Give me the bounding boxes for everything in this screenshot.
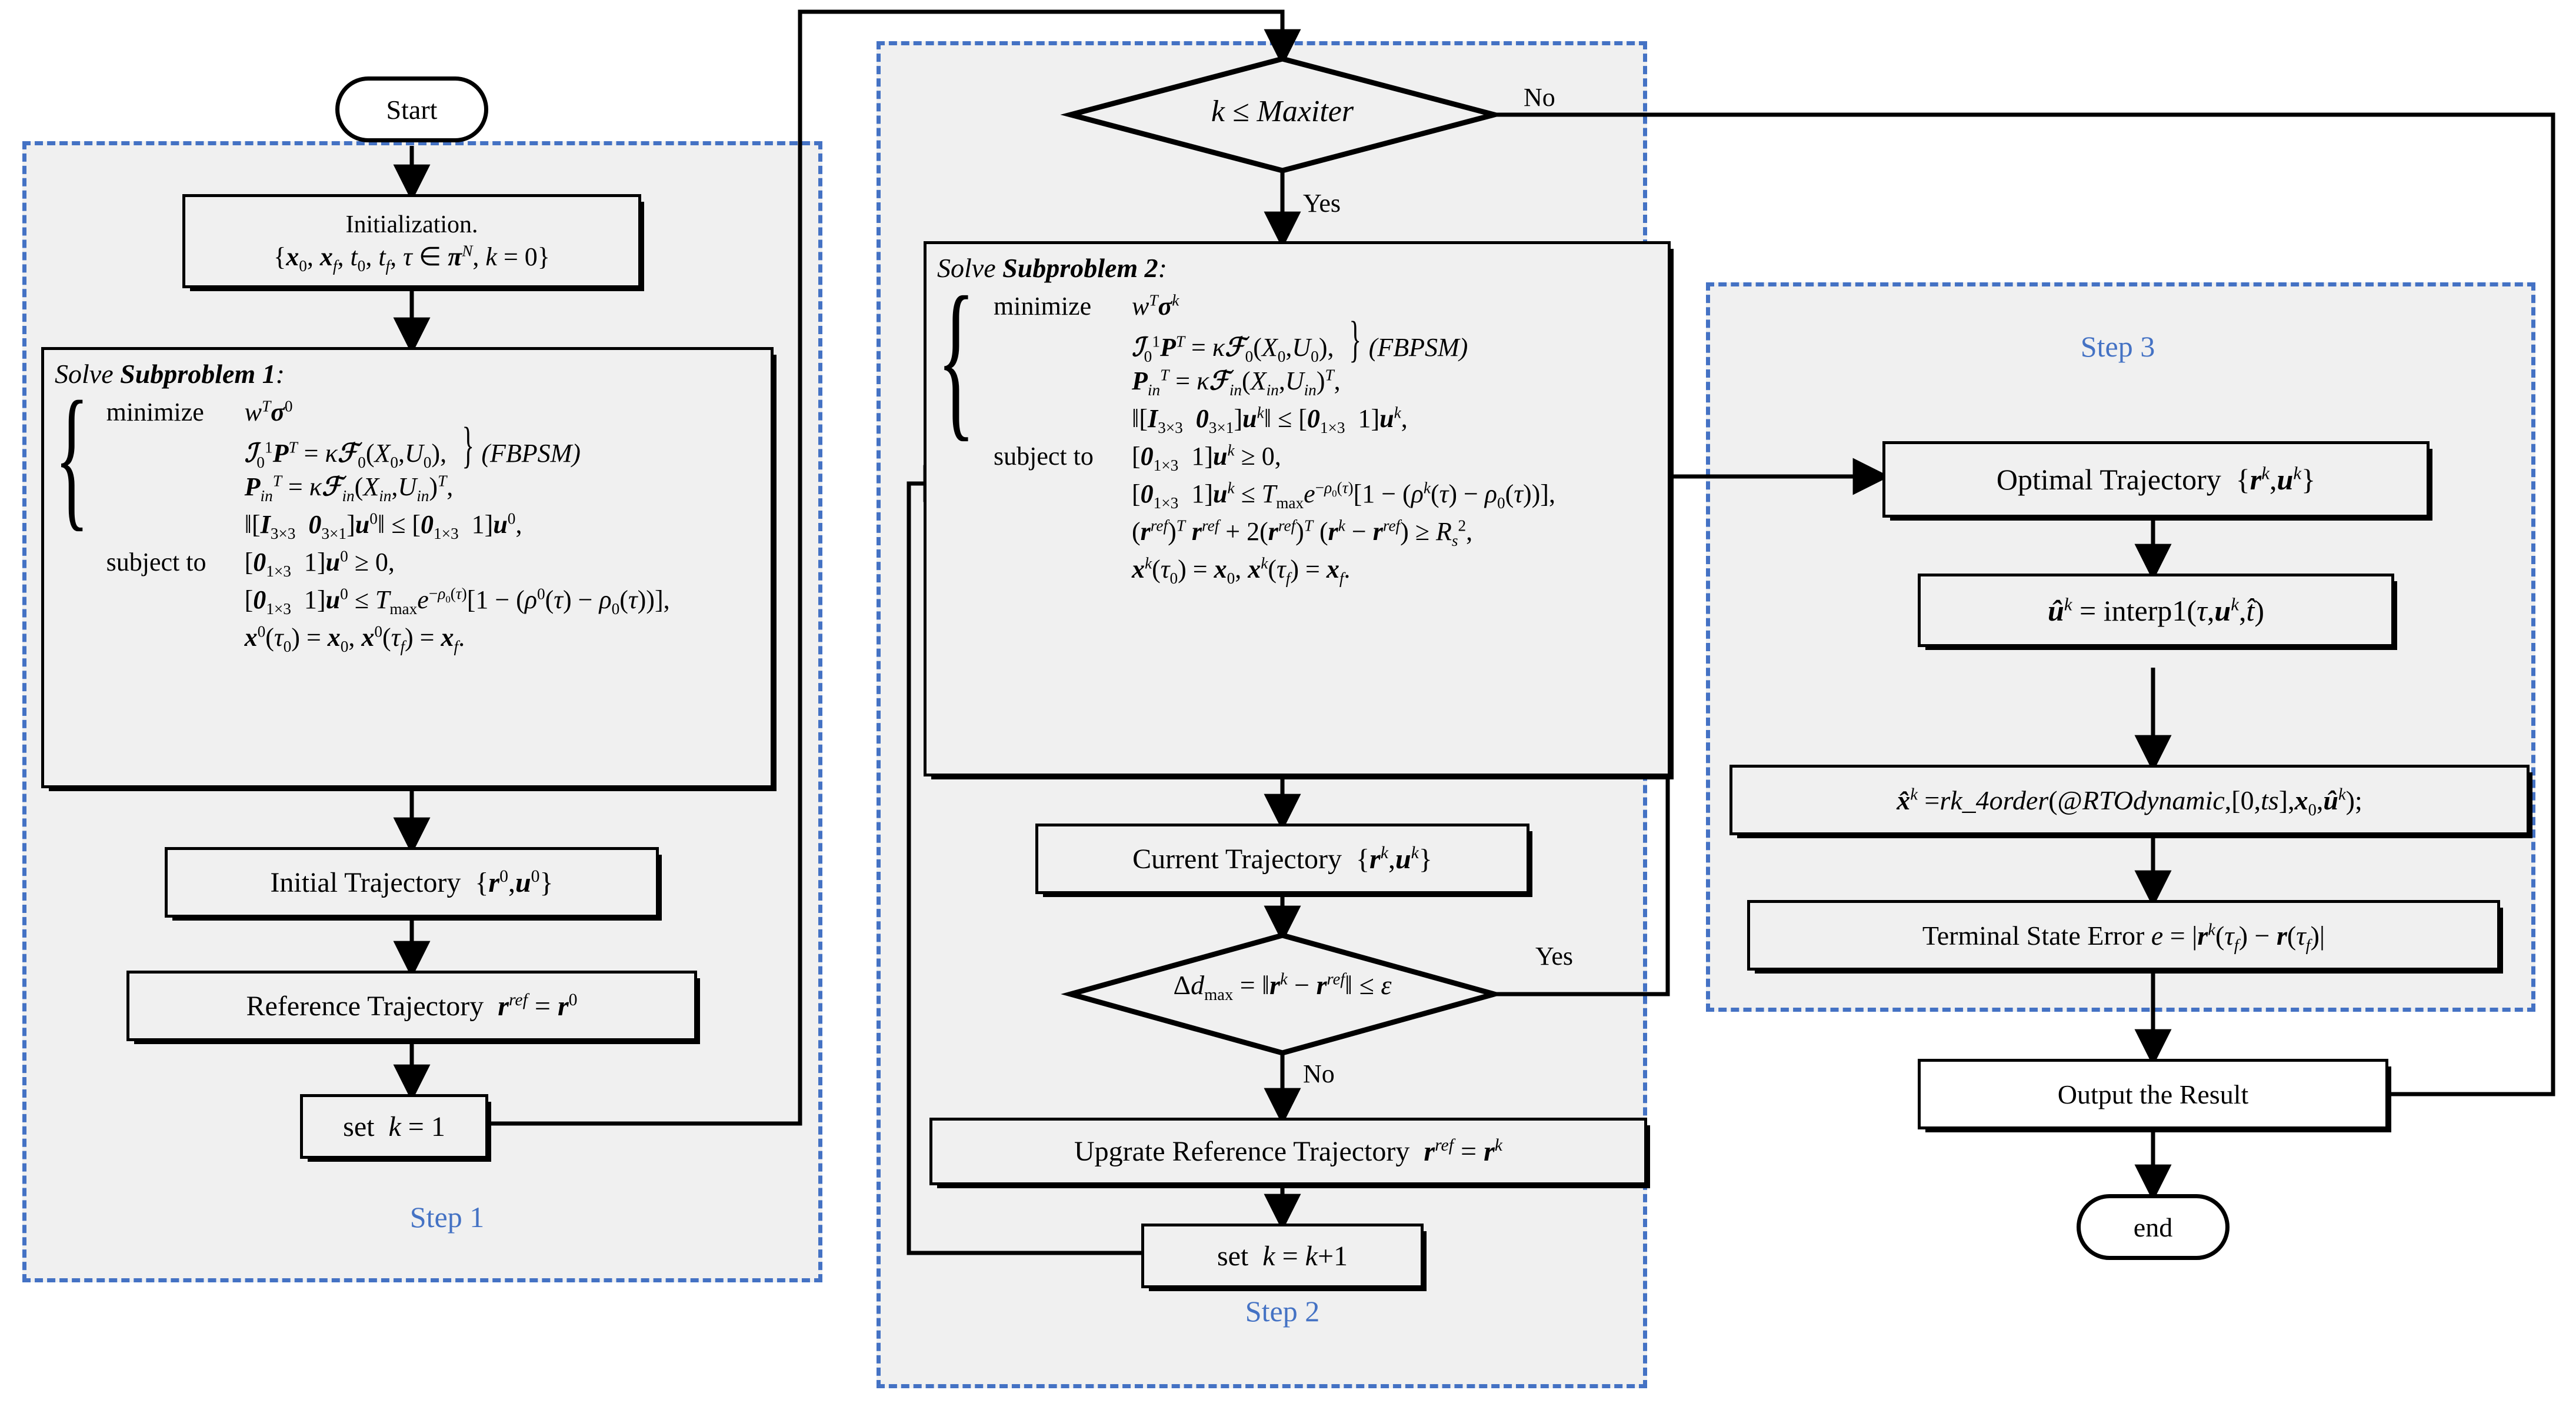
node-set-k-1: set k = 1 [300, 1094, 488, 1159]
subproblem-1-equations: minimize wTσ0 ℐ01PT = κℱ0(X0,U0), } (FBP… [106, 395, 670, 654]
step-3-label: Step 3 [2080, 330, 2155, 363]
node-interp1: ûk = interp1(τ,uk,t̂) [1918, 574, 2394, 647]
terminal-end-label: end [2133, 1212, 2173, 1242]
node-optimal-trajectory: Optimal Trajectory {rk,uk} [1882, 441, 2430, 518]
sub1-constraint-6: x0(τ0) = x0, x0(τf) = xf. [244, 622, 465, 655]
sub2-constraint-5: [01×3 1]uk ≤ Tmaxe−ρ0(τ)[1 − (ρk(τ) − ρ0… [1132, 479, 1555, 512]
edge-setk-to-maxiter [488, 9, 1301, 1126]
initialization-line-1: Initialization. [345, 211, 478, 239]
sub1-constraint-1: ℐ01PT = κℱ0(X0,U0), } (FBPSM) [244, 416, 581, 473]
node-terminal-state-error: Terminal State Error e = |rk(τf) − r(τf)… [1747, 900, 2500, 971]
edge-label-converge-no: No [1303, 1059, 1335, 1088]
sub2-constraint-4: subject to [01×3 1]uk ≥ 0, [994, 441, 1281, 474]
sub1-fbpsm-tag: (FBPSM) [481, 439, 581, 468]
sub1-constraint-4: subject to [01×3 1]u0 ≥ 0, [106, 547, 395, 580]
sub1-subject-label: subject to [106, 548, 206, 576]
edge-label-converge-yes: Yes [1535, 942, 1574, 971]
sub1-objective-row: minimize wTσ0 [106, 397, 670, 427]
subproblem-2-title: Solve Subproblem 2: [937, 253, 1167, 283]
decision-maxiter-label: k ≤ Maxiter [1211, 95, 1354, 128]
step-1-label: Step 1 [409, 1201, 485, 1234]
terminal-start-label: Start [386, 94, 438, 125]
node-initialization: Initialization. {x0, xf, t0, tf, τ ∈ πN,… [182, 194, 641, 288]
node-set-k-increment: set k = k+1 [1141, 1224, 1424, 1288]
node-output-result: Output the Result [1918, 1059, 2388, 1129]
sub2-minimize-expr: wTσk [1132, 291, 1179, 321]
node-current-trajectory: Current Trajectory {rk,uk} [1035, 824, 1529, 894]
node-subproblem-2: Solve Subproblem 2: { minimize wTσk ℐ01P… [924, 241, 1671, 776]
sub2-constraint-2: PinT = κℱin(Xin,Uin)T, [1132, 366, 1341, 399]
node-initial-trajectory: Initial Trajectory {r0,u0} [165, 847, 659, 918]
terminal-start: Start [335, 76, 488, 142]
sub1-minimize-label: minimize [106, 398, 204, 426]
sub2-fbpsm-tag: (FBPSM) [1368, 333, 1468, 362]
node-rk4order: x̂k =rk_4order(@RTOdynamic,[0,ts],x0,ûk)… [1729, 765, 2530, 835]
subproblem-2-equations: minimize wTσk ℐ01PT = κℱ0(X0,U0), } (FBP… [994, 289, 1555, 586]
sub2-constraint-1: ℐ01PT = κℱ0(X0,U0), } (FBPSM) [1132, 311, 1468, 367]
sub2-minimize-label: minimize [994, 292, 1092, 321]
sub2-constraint-7: xk(τ0) = x0, xk(τf) = xf. [1132, 554, 1351, 587]
sub1-constraint-2: PinT = κℱin(Xin,Uin)T, [244, 472, 454, 505]
subproblem-1-title: Solve Subproblem 1: [55, 359, 285, 389]
edge-label-maxiter-yes: Yes [1303, 189, 1341, 218]
step-2-label: Step 2 [1245, 1295, 1320, 1328]
sub2-constraint-6: (rref)T rref + 2(rref)T (rk − rref) ≥ Rs… [1132, 516, 1473, 549]
output-result-label: Output the Result [2057, 1079, 2249, 1109]
node-subproblem-1: Solve Subproblem 1: { minimize wTσ0 ℐ01P… [41, 347, 774, 788]
node-upgrate-reference-trajectory: Upgrate Reference Trajectory rref = rk [929, 1118, 1647, 1185]
sub1-constraint-5: [01×3 1]u0 ≤ Tmaxe−ρ0(τ)[1 − (ρ0(τ) − ρ0… [244, 585, 670, 618]
sub2-subject-label: subject to [994, 442, 1094, 471]
edge-maxiter-no-to-output [1494, 112, 2555, 1113]
sub1-minimize-expr: wTσ0 [244, 397, 293, 426]
decision-converge-label: Δdmax = ‖rk − rref‖ ≤ ε [1173, 970, 1392, 1005]
node-reference-trajectory: Reference Trajectory rref = r0 [126, 971, 697, 1041]
sub1-constraint-3: ‖[I3×3 03×1]u0‖ ≤ [01×3 1]u0, [244, 509, 522, 542]
sub2-constraint-3: ‖[I3×3 03×1]uk‖ ≤ [01×3 1]uk, [1132, 404, 1408, 436]
sub2-objective-row: minimize wTσk [994, 291, 1555, 321]
edge-label-maxiter-no: No [1524, 83, 1555, 112]
terminal-end: end [2077, 1194, 2230, 1260]
initialization-line-2: {x0, xf, t0, tf, τ ∈ πN, k = 0} [274, 242, 550, 275]
region-step-3 [1706, 282, 2535, 1012]
